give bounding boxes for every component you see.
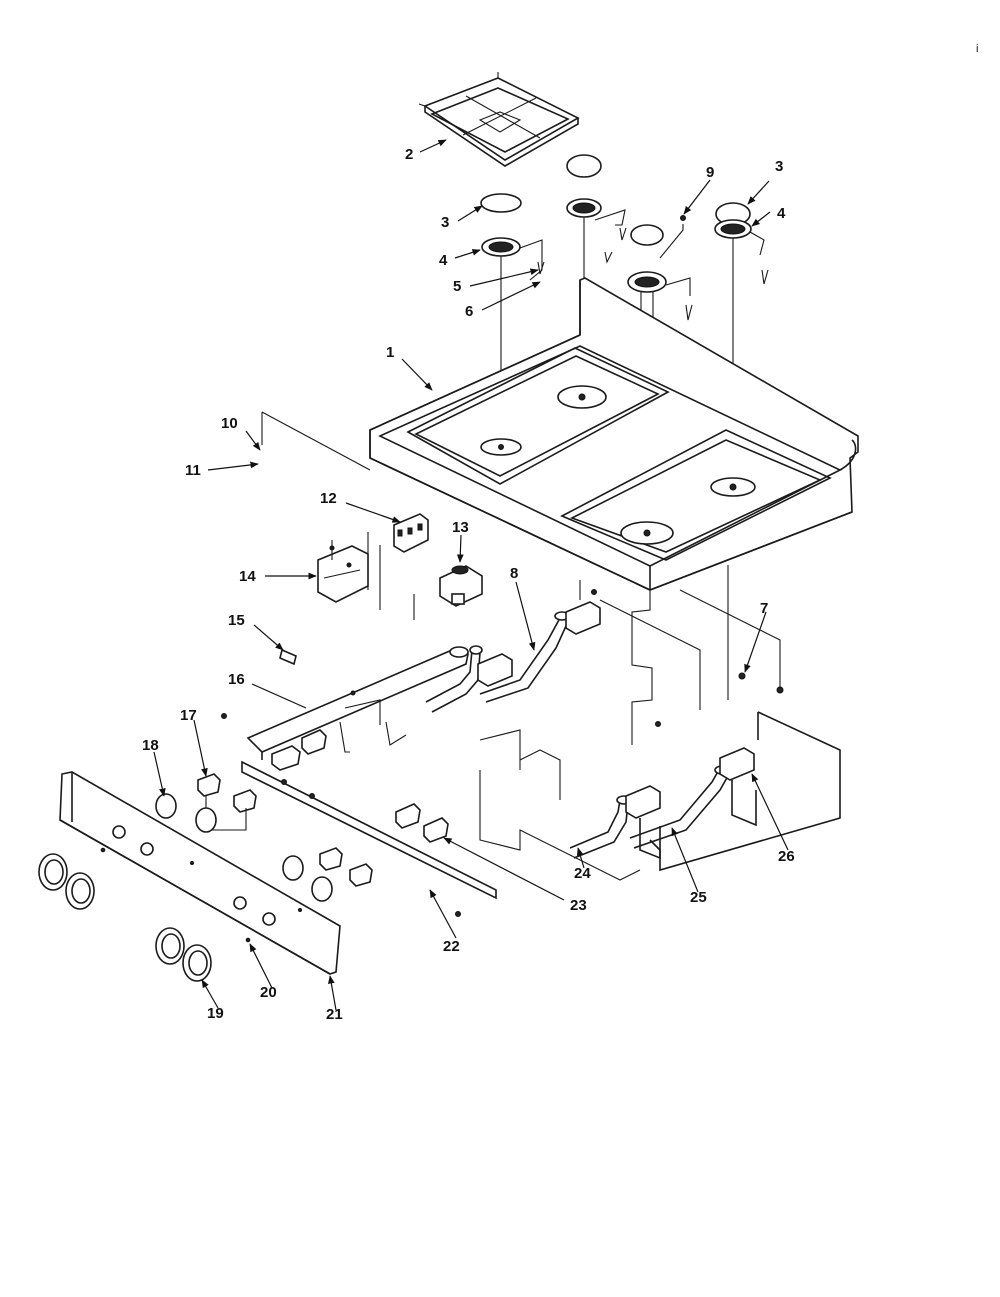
- valve-manifold: [197, 713, 497, 917]
- callout-16: 16: [228, 671, 245, 688]
- burner-grate: [418, 72, 580, 167]
- chassis-bottom-panel: [339, 699, 841, 881]
- burner-heads: [481, 198, 752, 293]
- callout-9: 9: [706, 164, 714, 181]
- callout-11: 11: [185, 462, 201, 479]
- burner-brackets: [477, 589, 784, 860]
- callout-18: 18: [142, 737, 159, 754]
- knob-rings: [155, 793, 333, 902]
- callout-3: 3: [441, 214, 449, 231]
- callout-2: 2: [405, 146, 413, 163]
- callout-3: 3: [775, 158, 783, 175]
- callout-24: 24: [574, 865, 591, 882]
- mounting-bracket: [317, 540, 369, 603]
- igniter-electrodes: [519, 209, 769, 321]
- callout-22: 22: [443, 938, 460, 955]
- routing-lines: [261, 411, 781, 745]
- burner-caps: [480, 154, 751, 246]
- callout-5: 5: [453, 278, 461, 295]
- callout-1: 1: [386, 344, 394, 361]
- callout-10: 10: [221, 415, 238, 432]
- callout-26: 26: [778, 848, 795, 865]
- callout-20: 20: [260, 984, 277, 1001]
- callout-8: 8: [510, 565, 518, 582]
- terminal-block: [367, 513, 429, 610]
- pressure-regulator: [413, 565, 483, 620]
- callout-7: 7: [760, 600, 768, 617]
- leader-lines: [153, 139, 789, 1011]
- gas-manifold: [246, 646, 469, 760]
- control-knobs: [38, 853, 212, 982]
- control-panel: [59, 771, 341, 975]
- corner-mark: i: [976, 43, 978, 55]
- callout-21: 21: [326, 1006, 343, 1023]
- callout-6: 6: [465, 303, 473, 320]
- callout-25: 25: [690, 889, 707, 906]
- callout-17: 17: [180, 707, 197, 724]
- callout-23: 23: [570, 897, 587, 914]
- callout-19: 19: [207, 1005, 224, 1022]
- callout-13: 13: [452, 519, 469, 536]
- callout-15: 15: [228, 612, 245, 629]
- callout-14: 14: [239, 568, 256, 585]
- callout-labels: 1 2 3 3 4 4 5 6 7 8 9 10 11 12 13 14 15 …: [142, 146, 795, 1023]
- callout-4: 4: [439, 252, 448, 269]
- burner-tubes: [425, 611, 730, 859]
- cooktop: [369, 277, 859, 591]
- callout-4: 4: [777, 205, 786, 222]
- callout-12: 12: [320, 490, 337, 507]
